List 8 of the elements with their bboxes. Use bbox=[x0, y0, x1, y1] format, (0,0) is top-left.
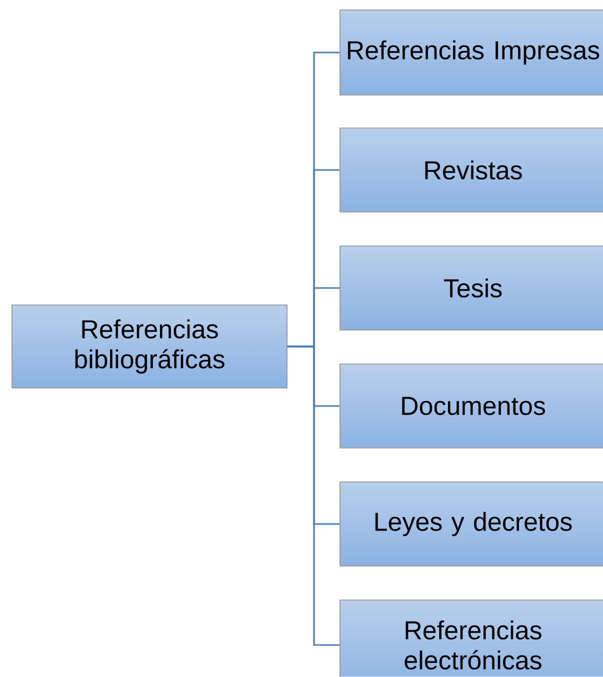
box: Tesis bbox=[340, 246, 603, 330]
box: Referencias bibliográficas bbox=[12, 304, 288, 388]
box: Referencias electrónicas bbox=[340, 600, 603, 677]
box: Documentos bbox=[340, 364, 603, 448]
box: Revistas bbox=[340, 128, 603, 212]
box: Referencias Impresas bbox=[340, 10, 603, 96]
connector bbox=[287, 346, 340, 646]
box: Leyes y decretos bbox=[340, 482, 603, 566]
